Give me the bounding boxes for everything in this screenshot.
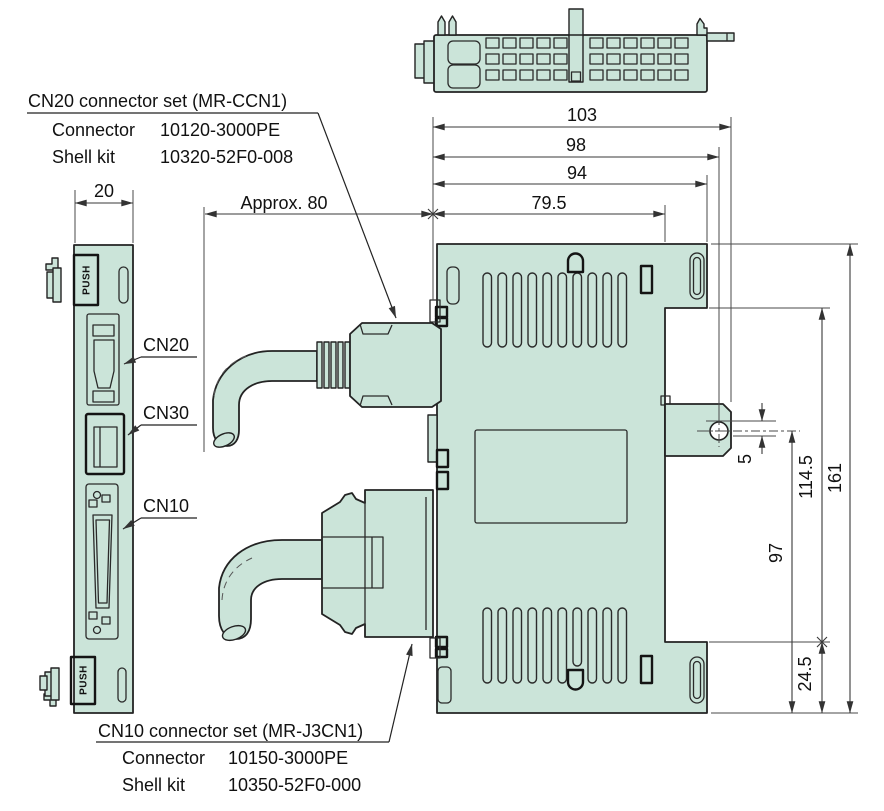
cn20-plug <box>212 322 442 448</box>
cn20-connector-value: 10120-3000PE <box>160 120 280 140</box>
top-post <box>568 8 584 37</box>
din-rail-latch <box>706 32 735 42</box>
cn20-connector[interactable] <box>86 313 120 406</box>
cn10-connector[interactable] <box>85 483 119 640</box>
push-label-top: PUSH <box>82 265 93 295</box>
dim-97: 97 <box>766 543 786 563</box>
cn10-connector-label: Connector <box>122 748 205 768</box>
dim-24-5: 24.5 <box>795 656 815 691</box>
cn10-cable <box>218 539 323 640</box>
side-view-body <box>73 244 134 714</box>
dim-161: 161 <box>825 463 845 493</box>
top-center-strip <box>568 34 584 83</box>
cn10-cable-entry <box>321 536 384 589</box>
connector-labels: CN20 CN30 CN10 <box>122 335 197 530</box>
push-label-bottom: PUSH <box>79 665 90 695</box>
rating-plate <box>474 429 628 524</box>
top-vent-grid-right <box>589 37 689 81</box>
cn10-shellkit-value: 10350-52F0-000 <box>228 775 361 795</box>
cn20-cable-end <box>213 432 235 448</box>
callout-cn20: CN20 connector set (MR-CCN1) Connector 1… <box>27 91 397 319</box>
vent-slots-bottom <box>482 607 628 684</box>
dim-5: 5 <box>735 454 755 464</box>
cn10-plug-housing <box>321 489 434 638</box>
dim-20: 20 <box>94 181 114 201</box>
cn20-set-title: CN20 connector set (MR-CCN1) <box>28 91 287 111</box>
cn20-shellkit-label: Shell kit <box>52 147 115 167</box>
cn20-label: CN20 <box>143 335 189 355</box>
keyhole-top-icon <box>566 252 585 274</box>
dim-79-5: 79.5 <box>531 193 566 213</box>
front-view-body <box>436 243 708 714</box>
callout-cn10: CN10 connector set (MR-J3CN1) Connector … <box>96 643 413 795</box>
push-button-bottom[interactable] <box>69 655 97 706</box>
top-vent-grid-left <box>485 37 568 81</box>
top-view <box>414 8 735 93</box>
cn30-label: CN30 <box>143 403 189 423</box>
cn10-cable-end <box>221 624 247 642</box>
din-hook-icon <box>696 17 708 36</box>
cn30-connector[interactable] <box>84 412 126 476</box>
vent-slots-top <box>482 272 628 348</box>
cn20-cable <box>212 350 318 447</box>
dim-98: 98 <box>566 135 586 155</box>
dim-114-5: 114.5 <box>796 455 816 499</box>
cn10-connector-value: 10150-3000PE <box>228 748 348 768</box>
dim-103: 103 <box>567 105 597 125</box>
mounting-tab <box>664 403 732 457</box>
cn20-shellkit-value: 10320-52F0-008 <box>160 147 293 167</box>
cn10-label: CN10 <box>143 496 189 516</box>
cn20-connector-label: Connector <box>52 120 135 140</box>
mounting-hook-icon <box>448 15 457 36</box>
side-view: PUSH <box>39 244 134 714</box>
mounting-hook-icon <box>437 15 446 36</box>
dimensions: 103 98 94 79.5 Approx. 80 20 161 114.5 9… <box>74 105 858 714</box>
dim-94: 94 <box>567 163 587 183</box>
cn20-plug-housing <box>349 322 442 408</box>
push-button-top[interactable] <box>72 253 100 307</box>
keyhole-bottom-icon <box>566 668 585 691</box>
dim-approx-80: Approx. 80 <box>240 193 327 213</box>
cn10-plug <box>218 489 434 642</box>
front-view <box>427 243 734 714</box>
cn10-shellkit-label: Shell kit <box>122 775 185 795</box>
cn10-set-title: CN10 connector set (MR-J3CN1) <box>98 721 363 741</box>
